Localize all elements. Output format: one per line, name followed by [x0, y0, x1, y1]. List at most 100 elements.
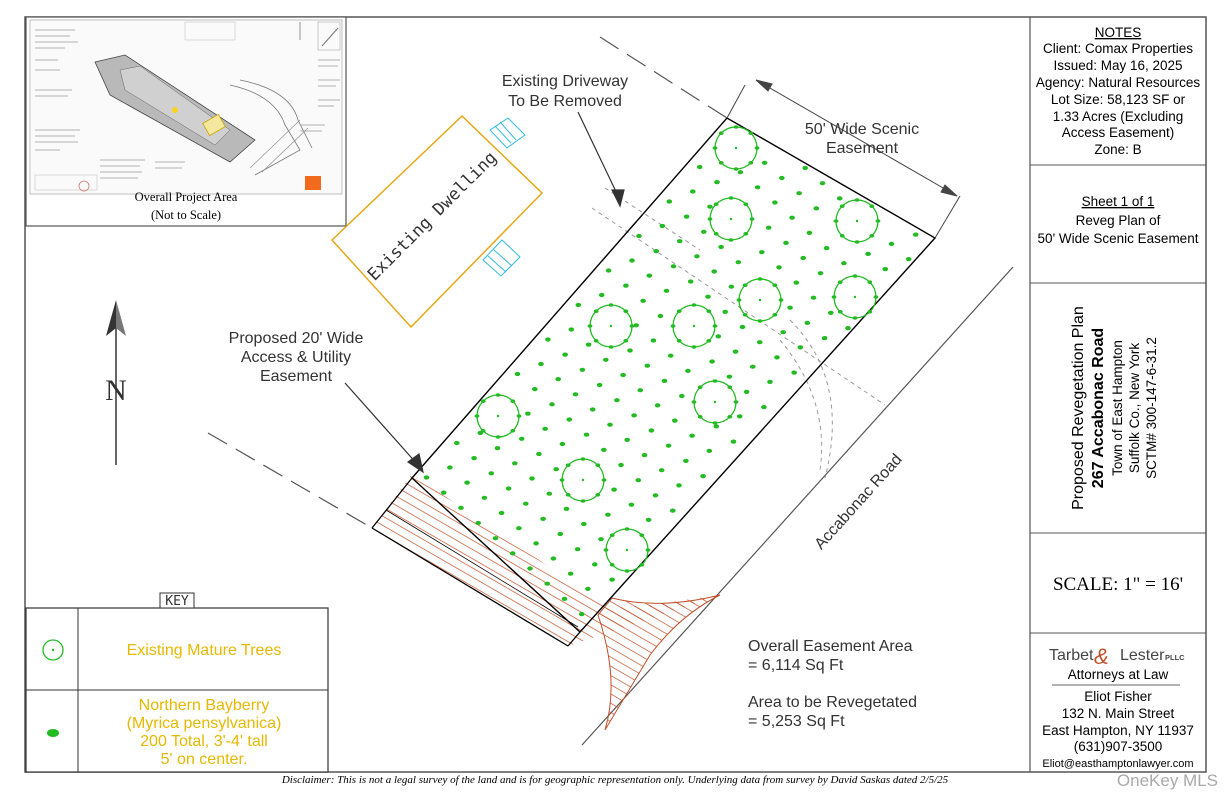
bayberry-dot	[648, 428, 655, 433]
firm-logo: Tarbet & Lester PLLC	[1049, 644, 1185, 669]
bayberry-dot	[627, 348, 633, 353]
bayberry-dot	[635, 478, 642, 483]
bayberry-dot	[509, 551, 516, 556]
bayberry-dot	[722, 309, 728, 314]
bayberry-dot	[694, 254, 700, 259]
bayberry-dot	[772, 200, 778, 205]
bayberry-dot	[912, 232, 919, 237]
project-address: 267 Accabonac Road	[1090, 328, 1107, 488]
bayberry-dot	[645, 517, 652, 523]
existing-tree-icon	[736, 277, 784, 323]
bayberry-dot	[579, 367, 586, 372]
bayberry-dot	[575, 302, 582, 308]
bayberry-dot	[715, 334, 722, 339]
bayberry-dot	[761, 160, 768, 165]
north-arrow: N	[105, 300, 127, 465]
bayberry-dot	[672, 418, 678, 423]
access-easement-hatch	[371, 474, 721, 731]
bayberry-dot	[737, 170, 744, 175]
bayberry-dot	[780, 330, 786, 335]
bayberry-dot	[713, 424, 720, 429]
firm-subtitle: Attorneys at Law	[1068, 667, 1169, 682]
leader-arrows	[344, 111, 625, 474]
bayberry-dot	[629, 258, 635, 263]
bayberry-dot	[527, 566, 533, 571]
firm-street: 132 N. Main Street	[1062, 706, 1175, 721]
bayberry-dot	[563, 506, 570, 511]
driveway-label-1: Existing Driveway	[502, 73, 628, 90]
bayberry-dot	[667, 353, 674, 358]
bayberry-dot	[505, 486, 512, 491]
bayberry-dot	[779, 175, 785, 181]
key-tree-symbol	[42, 639, 64, 661]
key-heading: KEY	[165, 594, 189, 609]
existing-trees	[474, 125, 881, 573]
overall-area-value: = 6,114 Sq Ft	[748, 657, 844, 674]
bayberry-dot	[605, 512, 611, 517]
bayberry-dot	[765, 225, 772, 230]
bayberry-dot	[601, 447, 607, 452]
bayberry-dot	[492, 536, 499, 541]
bayberry-dot	[828, 310, 834, 315]
sheet-heading: Sheet 1 of 1	[1082, 194, 1155, 209]
bayberry-dot	[685, 368, 691, 373]
bayberry-dot	[819, 181, 826, 186]
bayberry-dot	[743, 389, 750, 394]
bayberry-dot	[728, 284, 735, 289]
bayberry-dot	[618, 462, 624, 468]
bayberry-dot	[481, 495, 488, 500]
bayberry-dot	[806, 230, 813, 235]
bayberry-dot	[454, 440, 460, 446]
bayberry-dot	[787, 305, 793, 310]
bayberry-dot	[585, 586, 591, 592]
bayberry-dot	[605, 268, 612, 273]
bayberry-dot	[663, 288, 670, 293]
bayberry-dot	[636, 233, 642, 239]
bayberry-dot	[658, 468, 665, 473]
bayberry-dot	[624, 437, 630, 442]
bayberry-dot	[700, 474, 706, 479]
bayberry-dot	[706, 448, 713, 453]
notes-line: Access Easement)	[1062, 125, 1175, 140]
bayberry-dot	[730, 439, 737, 444]
bayberry-dot	[557, 531, 564, 537]
notes-line: Lot Size: 58,123 SF or	[1051, 92, 1186, 107]
bayberry-dot	[546, 491, 553, 496]
bayberry-dot	[458, 505, 464, 510]
sheet-border	[24, 16, 1207, 773]
bayberry-dot	[598, 537, 604, 542]
key-bayberry-symbol	[47, 729, 59, 737]
notes-heading: NOTES	[1095, 25, 1142, 40]
existing-tree-icon	[603, 527, 651, 573]
bayberry-dot	[659, 223, 666, 229]
bayberry-dot	[813, 206, 820, 211]
scenic-label-1: 50' Wide Scenic	[805, 121, 919, 138]
bayberry-dot	[797, 345, 804, 350]
bayberry-dot	[614, 398, 620, 403]
bayberry-dot	[572, 392, 579, 397]
bayberry-dot	[823, 246, 830, 251]
bayberry-dot	[637, 388, 644, 393]
inset-caption-title: Overall Project Area	[135, 190, 238, 204]
bayberry-dot	[488, 471, 495, 476]
bayberry-dot	[592, 562, 598, 567]
notes-line: Client: Comax Properties	[1043, 41, 1193, 56]
reveg-area-value: = 5,253 Sq Ft	[748, 713, 845, 730]
firm-email: Eliot@easthamptonlawyer.com	[1042, 758, 1193, 770]
bayberry-dot	[538, 361, 544, 367]
sheet-line2: 50' Wide Scenic Easement	[1038, 231, 1199, 246]
bayberry-dot	[523, 501, 529, 506]
bayberry-dot	[536, 451, 542, 457]
key-bayberry-line1: Northern Bayberry	[139, 697, 270, 714]
scale-label: SCALE: 1" = 16'	[1053, 574, 1183, 595]
project-town: Town of East Hampton	[1110, 340, 1125, 476]
notes-line: Agency: Natural Resources	[1036, 75, 1201, 90]
bayberry-dot	[761, 405, 767, 410]
project-county: Suffolk Co., New York	[1127, 343, 1142, 474]
bayberry-dot	[633, 323, 639, 328]
bayberry-dot	[475, 520, 482, 526]
bayberry-dot	[628, 502, 635, 507]
inset-caption-scale: (Not to Scale)	[151, 208, 221, 222]
bayberry-dot	[810, 295, 817, 300]
